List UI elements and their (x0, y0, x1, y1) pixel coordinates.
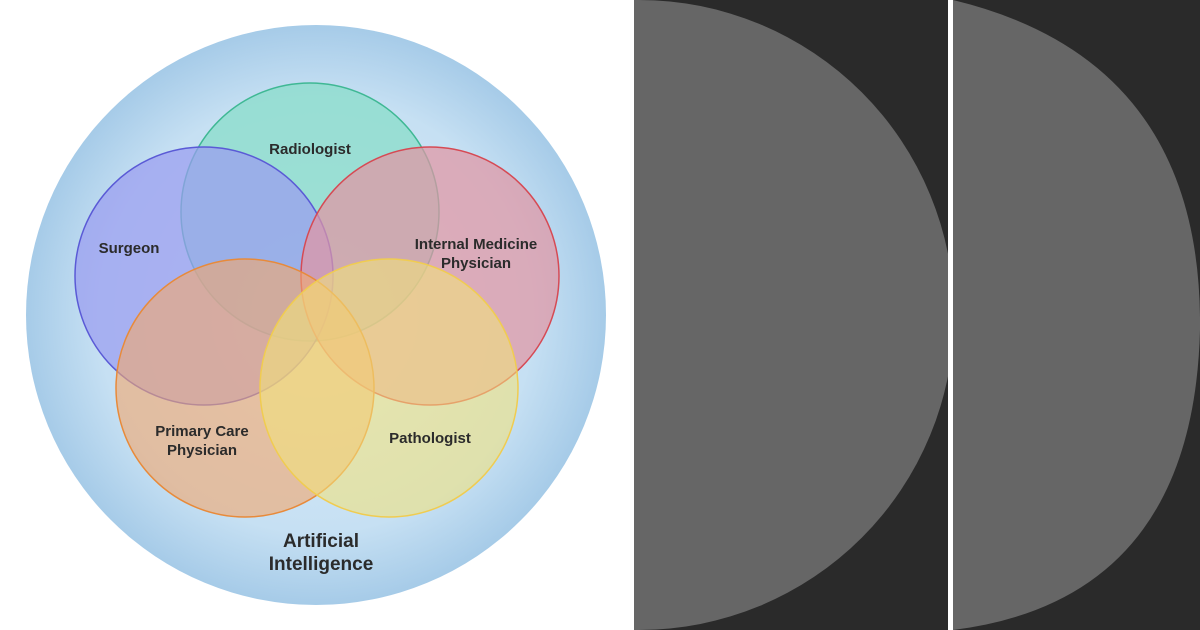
gray-half-circle-left (634, 0, 948, 630)
panel-divider (948, 0, 953, 630)
gray-half-circle-right (953, 0, 1200, 630)
venn-diagram: Radiologist Surgeon Internal Medicine Ph… (26, 25, 606, 605)
placeholder-panel-right (953, 0, 1200, 630)
pathologist-circle (259, 258, 519, 518)
artificial-intelligence-label-line2: Intelligence (269, 554, 374, 575)
primary-care-label-line2: Physician (167, 442, 237, 459)
internal-medicine-label-line1: Internal Medicine (415, 236, 538, 253)
placeholder-panel-left (634, 0, 948, 630)
primary-care-label-line1: Primary Care (155, 423, 248, 440)
internal-medicine-label-line2: Physician (441, 255, 511, 272)
pathologist-label: Pathologist (389, 430, 471, 447)
artificial-intelligence-label-line1: Artificial (283, 531, 359, 552)
surgeon-label: Surgeon (99, 240, 160, 257)
venn-diagram-panel: Radiologist Surgeon Internal Medicine Ph… (26, 25, 606, 605)
radiologist-label: Radiologist (269, 141, 351, 158)
